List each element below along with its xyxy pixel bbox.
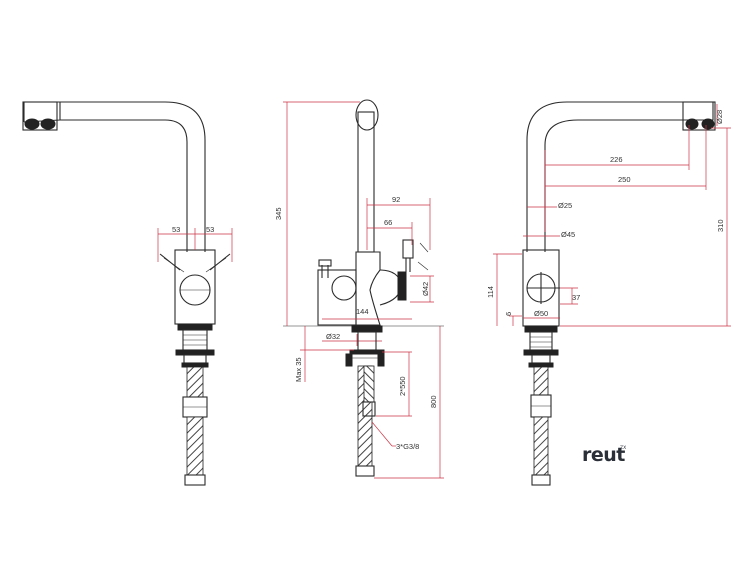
side-dim-42-label: Ø42 [421,282,430,296]
rear-dim-310-label: 310 [716,219,725,232]
rear-spout-tip [682,101,716,131]
front-view: 53 53 [22,101,233,486]
side-dim-144-label: 144 [356,307,369,316]
rear-view: Ø28 226 250 Ø25 Ø45 310 [486,101,731,486]
side-dim-max35: Max 35 [294,326,354,382]
side-dim-92-label: 92 [392,195,400,204]
rear-dim-50: Ø50 [523,309,560,319]
front-dim-left-label: 53 [172,225,180,234]
side-dim-32: Ø32 [322,332,382,346]
rear-dim-37-label: 37 [572,293,580,302]
rear-dim-37: 37 [560,287,580,305]
rear-dim-28: Ø28 [715,104,724,126]
rear-dim-45: Ø45 [523,230,575,239]
rear-dim-25: Ø25 [527,201,572,210]
rear-dim-6-label: 6 [504,312,513,316]
side-dim-550-label: 2*550 [398,376,407,396]
side-dim-800-label: 800 [429,395,438,408]
front-body [174,249,216,325]
front-spout-tip [22,101,58,131]
side-dim-92-66: 92 66 [366,195,431,250]
front-spout [23,101,206,252]
side-thread-callout: 3*G3/8 [371,421,419,451]
rear-dim-25-label: Ø25 [558,201,572,210]
rear-hose [533,366,549,396]
front-dim-right-label: 53 [206,225,214,234]
side-dim-66-label: 66 [384,218,392,227]
brand-logo: reut ZX [582,444,626,466]
rear-dim-50-label: Ø50 [534,309,548,318]
side-thread-label: 3*G3/8 [396,442,419,451]
side-dim-800: 800 [374,326,444,479]
side-spout [357,111,375,253]
brand-sup: ZX [620,445,626,451]
side-dim-32-label: Ø32 [326,332,340,341]
front-dim-53: 53 53 [157,225,233,262]
rear-dim-310: 310 [560,127,731,327]
rear-dim-114: 114 [486,253,522,326]
side-dim-550: 2*550 [376,351,412,417]
side-view: 345 92 66 Ø42 144 Ø32 [274,99,444,479]
side-spout-tip [355,99,379,131]
side-dim-42: Ø42 [410,275,434,303]
rear-dim-226-label: 226 [610,155,623,164]
side-dim-345: 345 [274,101,360,326]
front-hose [186,366,204,398]
rear-dim-28-label: Ø28 [715,110,724,124]
rear-dim-45-label: Ø45 [561,230,575,239]
rear-dim-226: 226 [545,125,690,170]
rear-dim-6: 6 [504,312,522,326]
side-dim-max35-label: Max 35 [294,357,303,382]
rear-dim-250-label: 250 [618,175,631,184]
side-dim-144: 144 [322,307,412,320]
rear-dim-114-label: 114 [486,286,495,298]
side-dim-345-label: 345 [274,207,283,220]
rear-dim-250: 250 [544,125,707,232]
brand-name: reut [582,444,625,466]
